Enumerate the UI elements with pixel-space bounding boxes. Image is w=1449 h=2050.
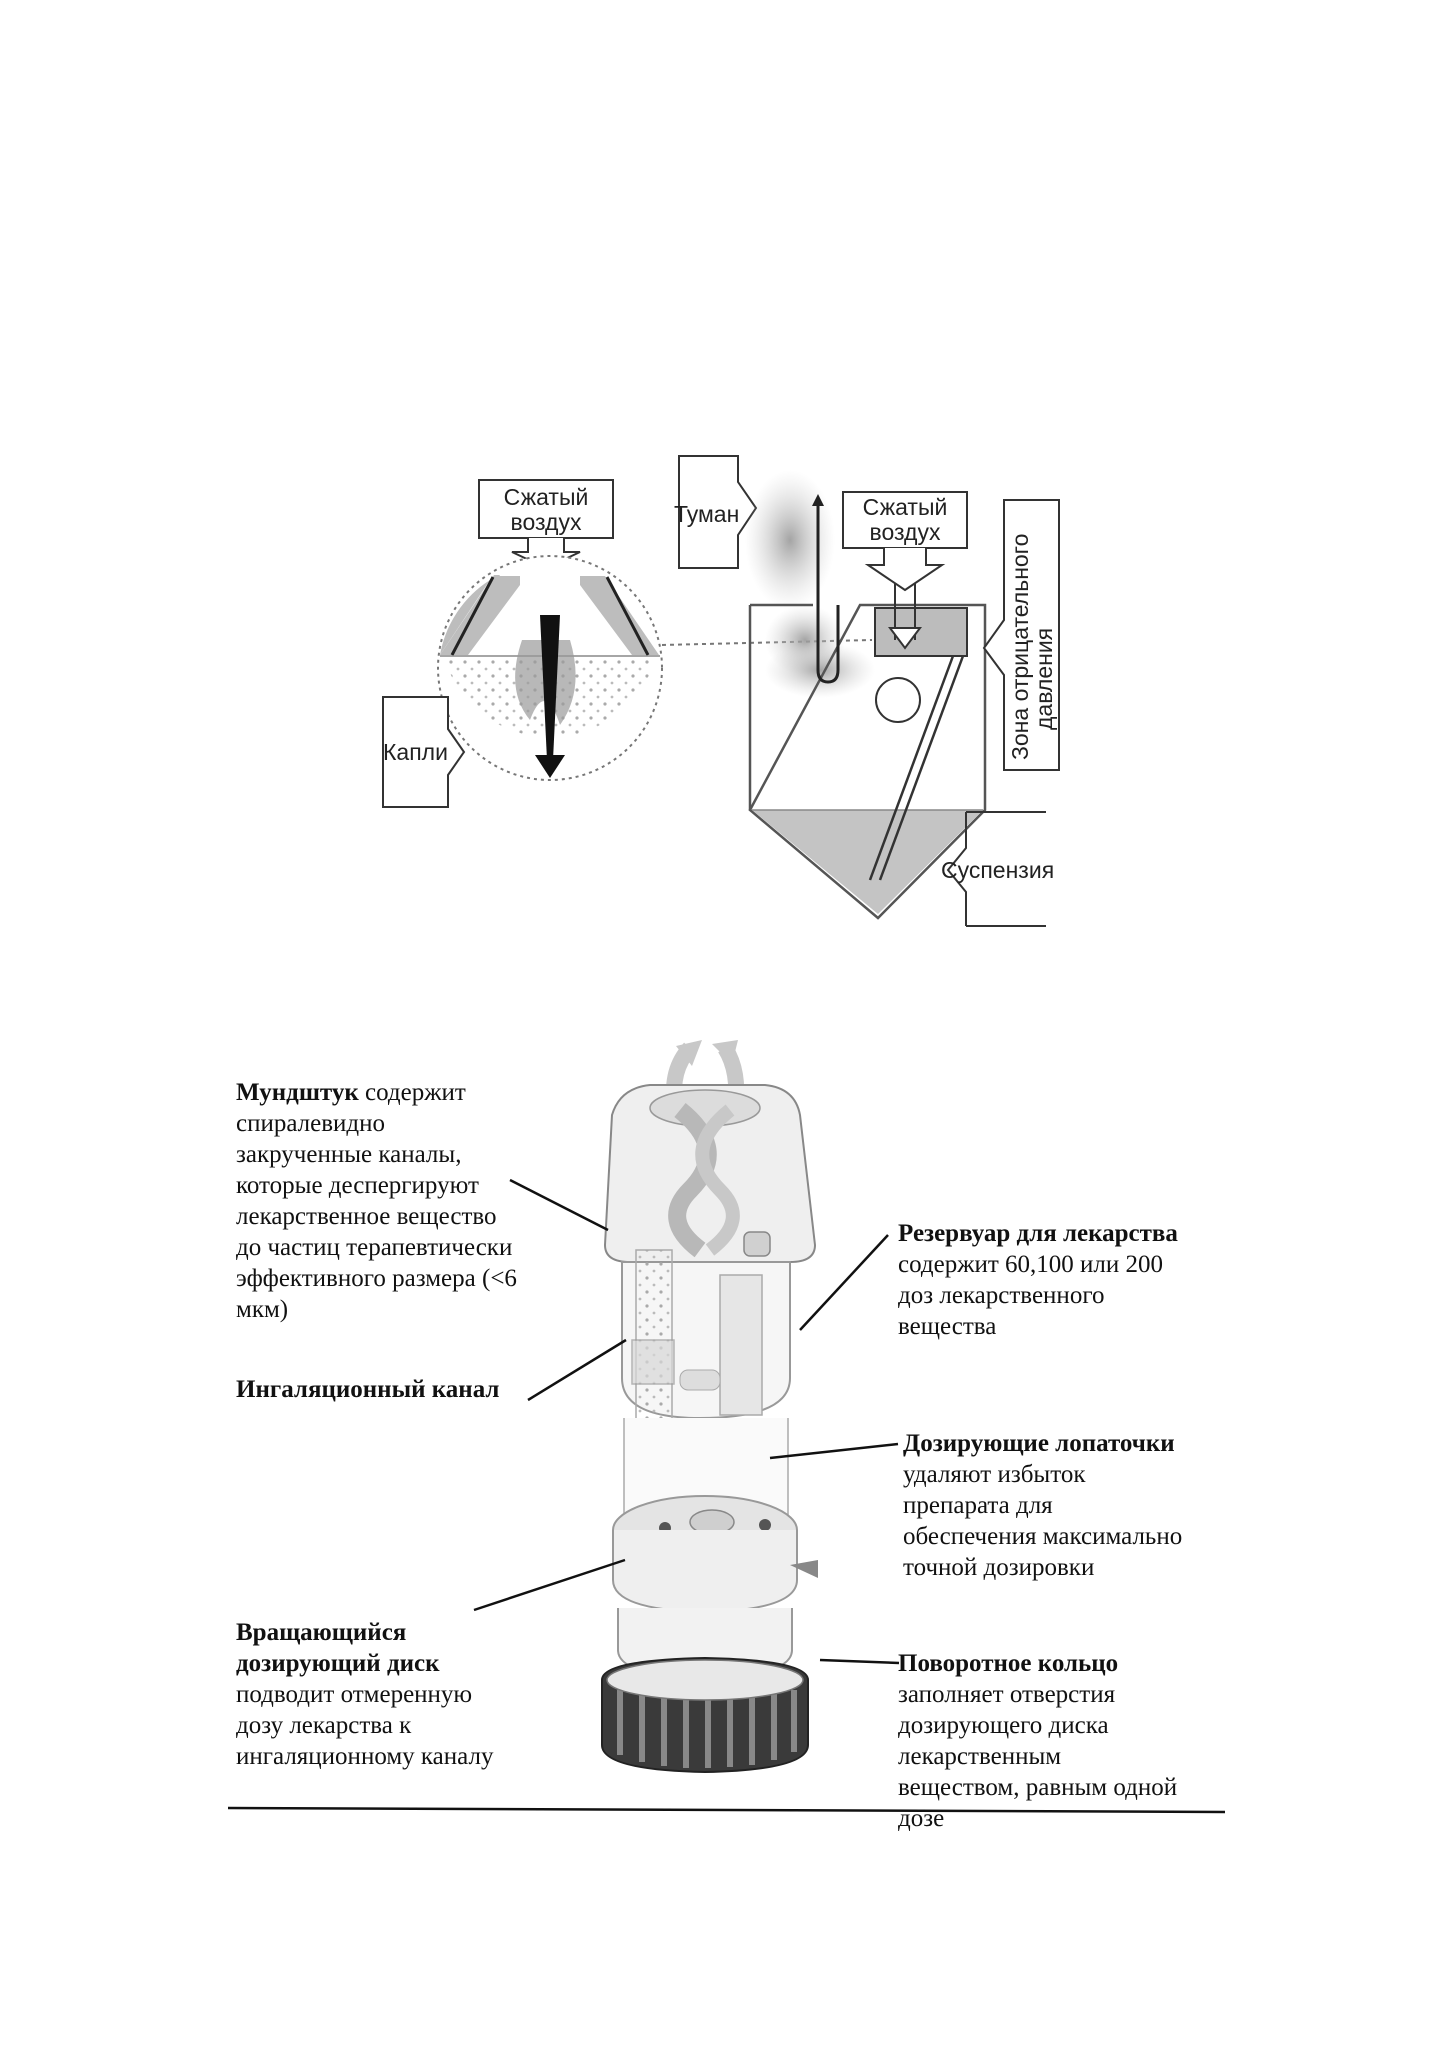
compressed-air-box-right: Сжатый воздух xyxy=(843,492,967,590)
caption-reservoir: Резервуар для лекарства содержит 60,100 … xyxy=(898,1218,1178,1342)
turning-ring-title: Поворотное кольцо xyxy=(898,1650,1118,1677)
mouthpiece-line-3: которые десперги­руют xyxy=(236,1170,517,1201)
mouthpiece-line-5: до частиц терапевтически xyxy=(236,1232,517,1263)
mouthpiece-line-6: эффективного размера (<6 xyxy=(236,1263,517,1294)
caption-turning-ring: Поворотное кольцо заполняет отверстия до… xyxy=(898,1648,1177,1834)
rotating-disc-line-0: подводит отмеренную xyxy=(236,1679,493,1710)
caption-mouthpiece: Мундштук содержит спиралевидно закрученн… xyxy=(236,1077,517,1325)
nozzle-magnified-circle xyxy=(438,556,662,780)
negative-pressure-line2: давления xyxy=(1031,628,1057,730)
reservoir-title: Резервуар для лекарства xyxy=(898,1220,1178,1247)
leader-mouthpiece xyxy=(510,1180,608,1230)
compressed-air-left-line2: воздух xyxy=(511,509,582,535)
rotating-disc-line-2: ингаляционному каналу xyxy=(236,1741,493,1772)
leader-inhalation-channel xyxy=(528,1340,626,1400)
mouthpiece-line-0: содержит xyxy=(365,1079,466,1106)
compressed-air-left-line1: Сжатый xyxy=(504,484,589,510)
mist-box: Туман xyxy=(674,456,756,568)
reservoir-line-1: доз лекарственного xyxy=(898,1280,1178,1311)
compressed-air-box-left: Сжатый воздух xyxy=(479,480,613,568)
mouthpiece-line-7: мкм) xyxy=(236,1294,517,1325)
turning-ring-line-3: веществом, равным одной xyxy=(898,1772,1177,1803)
dosing-blades-title: Дозирующие лопаточки xyxy=(903,1430,1175,1457)
compressed-air-right-line1: Сжатый xyxy=(863,494,948,520)
reservoir-line-2: вещества xyxy=(898,1311,1178,1342)
mouthpiece-line-2: закрученные каналы, xyxy=(236,1139,517,1170)
dosing-blades-line-1: препарата для xyxy=(903,1490,1182,1521)
droplets-label: Капли xyxy=(383,739,448,765)
rotating-disc-line-1: дозу лекарства к xyxy=(236,1710,493,1741)
caption-dosing-blades: Дозирующие лопаточки удаляют избыток пре… xyxy=(903,1428,1182,1583)
turning-ring-line-4: дозе xyxy=(898,1803,1177,1834)
dosing-blades-line-3: точной дозировки xyxy=(903,1552,1182,1583)
caption-inhalation-channel: Ингаляционный канал xyxy=(236,1374,499,1405)
leader-rotating-disc xyxy=(474,1560,625,1610)
compressed-air-right-line2: воздух xyxy=(870,519,941,545)
negative-pressure-zone-box: Зона отрицательного давления xyxy=(984,500,1059,770)
leader-dosing-blades xyxy=(770,1444,898,1458)
turning-ring-line-0: заполняет отверстия xyxy=(898,1679,1177,1710)
mouthpiece-title: Мундштук xyxy=(236,1079,359,1106)
inhalation-channel-title: Ингаляционный канал xyxy=(236,1376,499,1403)
suspension-label: Суспензия xyxy=(941,857,1054,883)
caption-rotating-disc: Вращающийся дозирующий диск подводит отм… xyxy=(236,1617,493,1772)
dosing-blades-line-2: обеспечения максимально xyxy=(903,1521,1182,1552)
leader-turning-ring xyxy=(820,1660,899,1663)
mouthpiece-line-1: спиралевидно xyxy=(236,1108,517,1139)
turning-ring-line-1: дозирующего диска xyxy=(898,1710,1177,1741)
rotating-disc-title-0: Вращающийся xyxy=(236,1619,406,1646)
inhaler-device xyxy=(602,1040,818,1772)
dosing-blades-line-0: удаляют избыток xyxy=(903,1459,1182,1490)
reservoir-line-0: содержит 60,100 или 200 xyxy=(898,1249,1178,1280)
rotating-disc-title-1: дозирующий диск xyxy=(236,1650,440,1677)
mist-label: Туман xyxy=(674,501,739,527)
mouthpiece-line-4: лекарственное вещество xyxy=(236,1201,517,1232)
negative-pressure-line1: Зона отрицательного xyxy=(1007,534,1033,760)
turning-ring-line-2: лекарственным xyxy=(898,1741,1177,1772)
